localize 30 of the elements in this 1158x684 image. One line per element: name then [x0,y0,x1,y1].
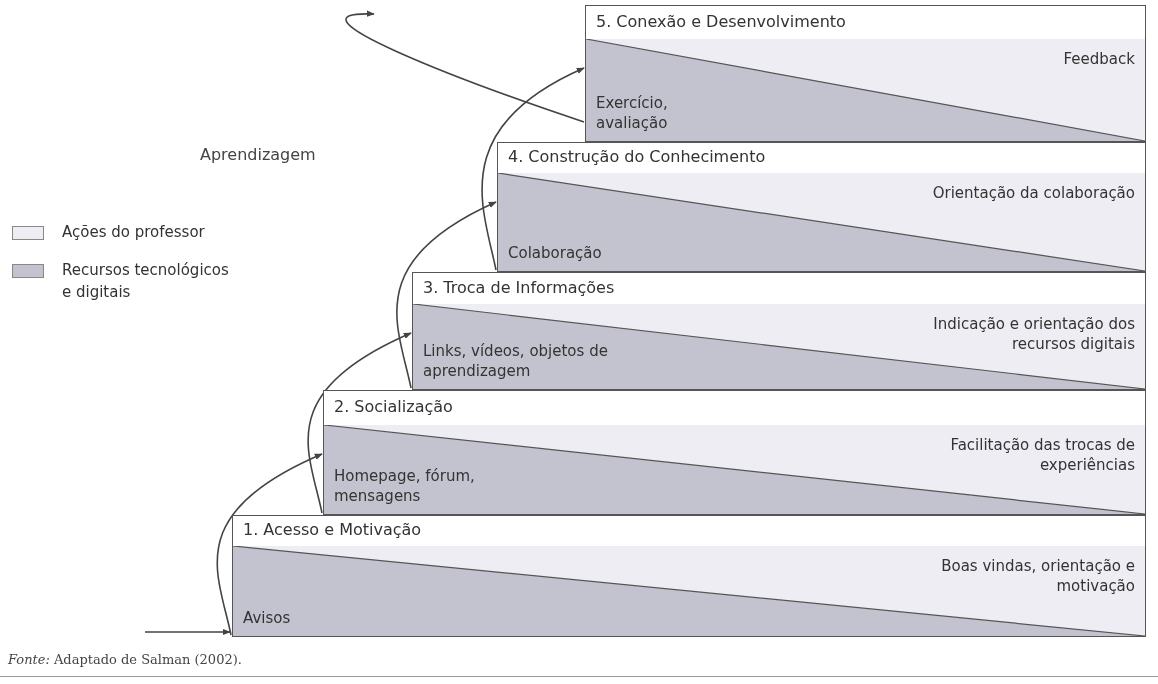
stair-step [412,272,1146,390]
resource-text: Links, vídeos, objetos de aprendizagem [423,340,609,381]
resource-text: Avisos [243,607,292,628]
step-title: 1. Acesso e Motivação [243,520,422,539]
stair-step [232,515,1146,637]
legend-text: Recursos tecnológicos e digitais [62,260,230,303]
teacher-action-text: Facilitação das trocas de experiências [949,435,1135,476]
teacher-action-text: Orientação da colaboração [931,183,1135,204]
resource-text: Homepage, fórum, mensagens [334,465,476,506]
curved-arrow [144,628,231,636]
stair-step [497,142,1146,272]
curved-arrow [481,67,585,271]
step-title: 5. Conexão e Desenvolvimento [596,12,846,31]
stair-step [323,390,1146,515]
step-title: 3. Troca de Informações [423,278,615,297]
step-title: 4. Construção do Conhecimento [508,147,766,166]
diagram-label: Aprendizagem [200,145,316,164]
step-title: 2. Socialização [334,397,453,416]
stair-step [585,5,1146,142]
teacher-action-text: Indicação e orientação dos recursos digitais [932,314,1135,355]
curved-arrow [345,11,585,123]
resource-text: Exercício, avaliação [596,92,669,133]
curved-arrow [396,201,497,389]
resource-text: Colaboração [508,242,603,263]
teacher-action-text: Feedback [1062,49,1135,70]
curved-arrow [307,332,412,514]
source-caption: Fonte: Adaptado de Salman (2002). [8,652,242,667]
teacher-action-text: Boas vindas, orientação e motivação [940,556,1135,597]
curved-arrow [216,453,323,636]
legend-text: Ações do professor [62,222,206,243]
